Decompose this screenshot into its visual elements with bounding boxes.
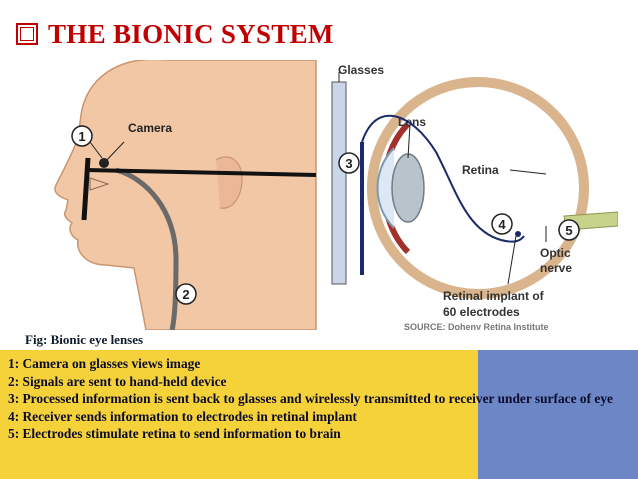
label-retina: Retina [462, 163, 499, 177]
marker-2 [175, 283, 197, 305]
glasses-panel [331, 81, 347, 285]
notes-panel: 1: Camera on glasses views image 2: Sign… [0, 350, 638, 479]
bionic-eye-diagram: Camera 1 2 Glasses 3 Lens Retina 4 5 Opt… [54, 60, 618, 330]
label-optic-2: nerve [540, 261, 572, 275]
note-line: 4: Receiver sends information to electro… [8, 408, 357, 424]
camera-leader [103, 141, 125, 164]
signal-cable [115, 167, 179, 330]
label-implant-1: Retinal implant of [443, 289, 545, 303]
marker-1-label: 1 [78, 129, 85, 144]
note-line: 3: Processed information is sent back to… [8, 391, 613, 407]
label-lens: Lens [398, 115, 426, 129]
marker-4-label: 4 [498, 217, 506, 232]
marker-5 [558, 219, 580, 241]
glasses-front [81, 157, 91, 221]
implant-leader [507, 235, 517, 285]
lens-leader [407, 123, 411, 159]
marker-2-label: 2 [182, 287, 189, 302]
label-optic-1: Optic [540, 246, 571, 260]
head-silhouette [54, 60, 317, 330]
slide-title: THE BIONIC SYSTEM [16, 18, 334, 50]
ear-shape [215, 156, 243, 209]
cornea [376, 147, 395, 229]
eye-lens [391, 153, 425, 223]
retina-leader [509, 169, 547, 175]
slide-title-text: THE BIONIC SYSTEM [48, 18, 334, 49]
marker-4 [491, 213, 513, 235]
retinal-implant-dot [515, 231, 521, 237]
label-implant-2: 60 electrodes [443, 305, 520, 319]
label-glasses: Glasses [338, 63, 384, 77]
notes-highlight [0, 350, 478, 479]
marker-1 [71, 125, 93, 147]
note-line: 5: Electrodes stimulate retina to send i… [8, 426, 341, 442]
marker-1-leader [89, 141, 103, 159]
note-line: 1: Camera on glasses views image [8, 356, 201, 371]
checkbox-bullet-icon [16, 23, 38, 45]
marker-5-label: 5 [565, 223, 572, 238]
glasses-temple [85, 168, 317, 177]
label-camera: Camera [128, 121, 172, 135]
marker-3 [338, 152, 360, 174]
eyeball [367, 77, 589, 299]
head-eye [89, 177, 110, 191]
receiver-wire [361, 114, 525, 243]
notes-list: 1: Camera on glasses views image 2: Sign… [8, 355, 630, 443]
note-line: 2: Signals are sent to hand-held device [8, 373, 227, 389]
figure-caption: Fig: Bionic eye lenses [25, 332, 144, 347]
label-source: SOURCE: Doheny Retina Institute [404, 322, 549, 330]
marker-3-label: 3 [345, 156, 352, 171]
